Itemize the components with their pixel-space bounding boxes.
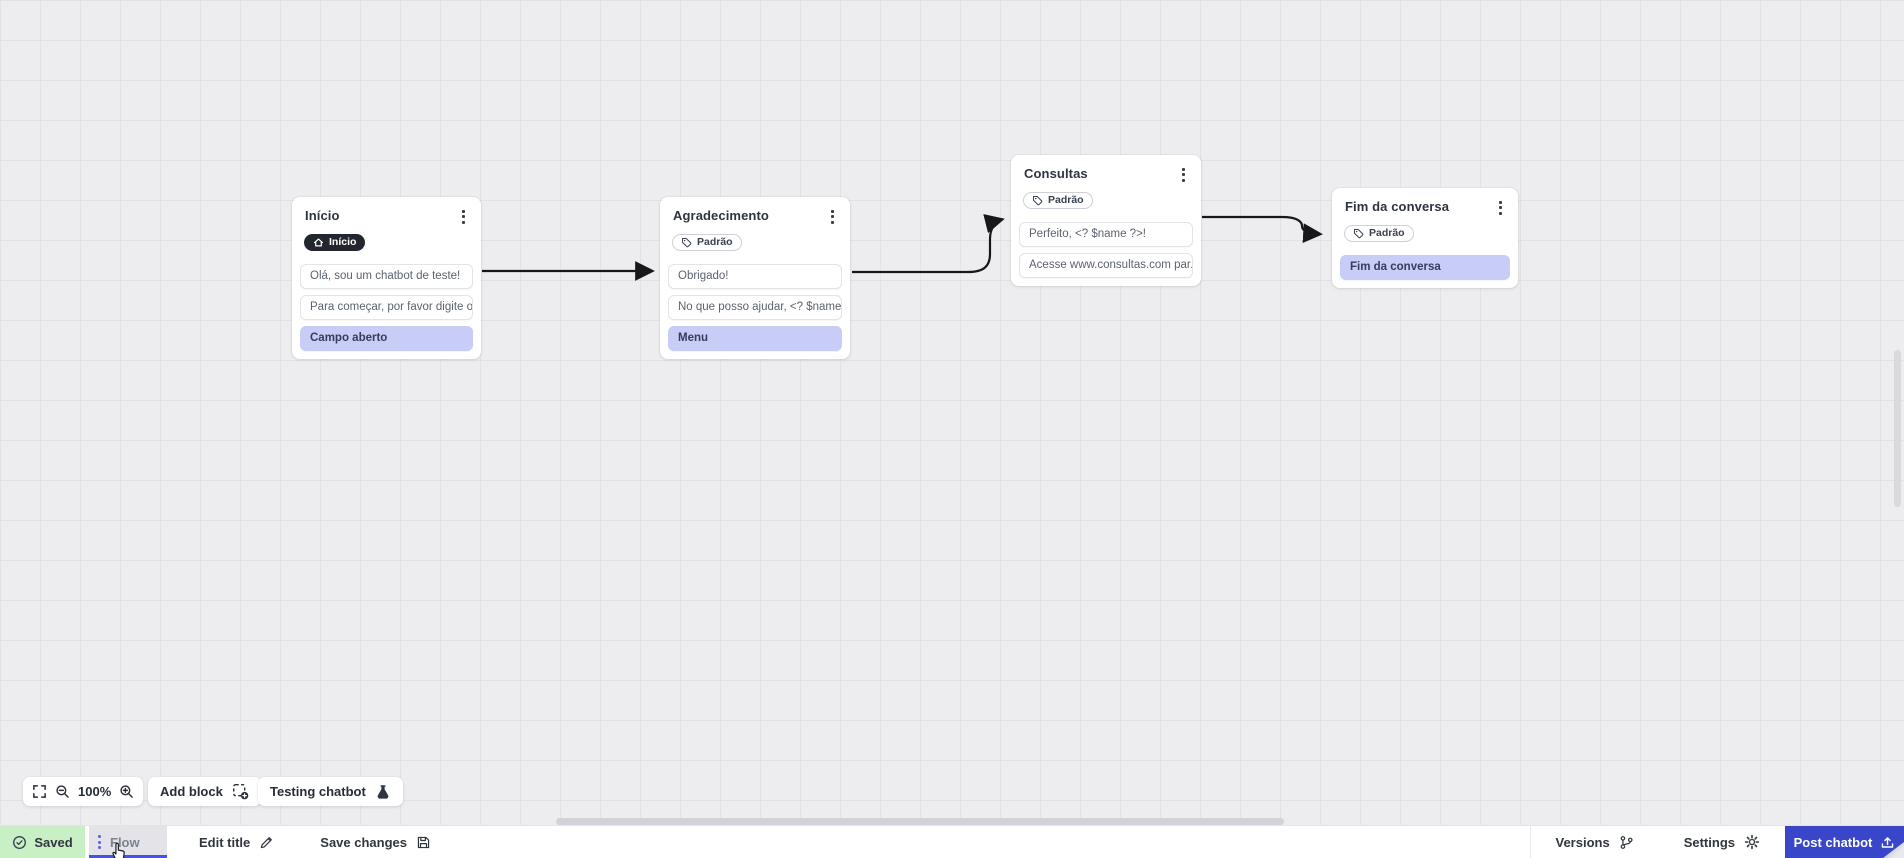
saved-status-badge: Saved (0, 826, 85, 858)
bottom-bar-right-group: Versions Settings Post chatbot (1529, 826, 1904, 858)
tag-icon (1032, 195, 1043, 205)
flow-node-inicio[interactable]: Início Início Olá, sou um chatbot de tes… (292, 197, 481, 359)
testing-chatbot-button[interactable]: Testing chatbot (258, 777, 403, 806)
block-end-conversation[interactable]: Fim da conversa (1340, 254, 1510, 280)
block-input-open-field[interactable]: Campo aberto (300, 325, 473, 351)
flask-icon (377, 784, 389, 799)
tab-flow[interactable]: Flow (89, 826, 167, 858)
node-badge-padrao: Padrão (1344, 224, 1414, 242)
zoom-in-icon (120, 785, 134, 798)
zoom-in-button[interactable] (119, 784, 134, 799)
canvas-zoom-toolbar: 100% (23, 777, 144, 806)
tag-icon (1353, 228, 1364, 238)
settings-button[interactable]: Settings (1669, 826, 1775, 858)
node-title: Agradecimento (673, 208, 769, 223)
zoom-level: 100% (78, 784, 112, 799)
fullscreen-icon (33, 785, 46, 798)
flow-node-consultas[interactable]: Consultas Padrão Perfeito, <? $name ?>! … (1011, 155, 1201, 286)
zoom-out-icon (56, 785, 69, 798)
kebab-menu-icon[interactable] (1178, 166, 1189, 184)
vertical-scrollbar[interactable] (1894, 350, 1901, 507)
post-chatbot-button[interactable]: Post chatbot (1785, 826, 1904, 858)
block-text[interactable]: Para começar, por favor digite o ... (300, 294, 473, 320)
edit-title-button[interactable]: Edit title (199, 826, 274, 858)
home-icon (314, 238, 323, 247)
fullscreen-button[interactable] (32, 784, 47, 799)
upload-icon (1882, 836, 1894, 848)
horizontal-scrollbar[interactable] (556, 818, 1284, 825)
node-badge-padrao: Padrão (672, 233, 742, 251)
zoom-out-button[interactable] (55, 784, 70, 799)
drag-handle-icon[interactable] (98, 835, 101, 849)
block-text[interactable]: Obrigado! (668, 263, 842, 289)
node-title: Início (305, 208, 340, 223)
add-block-icon (232, 784, 249, 800)
block-text[interactable]: Acesse www.consultas.com par... (1019, 252, 1193, 278)
git-branch-icon (1620, 835, 1633, 849)
flow-node-agradecimento[interactable]: Agradecimento Padrão Obrigado! No que po… (660, 197, 850, 359)
save-icon (417, 836, 430, 848)
pencil-icon (261, 836, 273, 848)
tab-active-underline (89, 855, 167, 858)
edge-consultas-fim (1202, 215, 1323, 243)
check-circle-icon (13, 835, 27, 849)
gear-icon (1744, 834, 1760, 850)
bottom-bar: Saved Flow Edit title Save changes Versi… (0, 825, 1904, 858)
tag-icon (681, 237, 692, 247)
node-title: Consultas (1024, 166, 1088, 181)
kebab-menu-icon[interactable] (458, 208, 469, 226)
tab-flow-label: Flow (110, 834, 140, 850)
block-menu[interactable]: Menu (668, 325, 842, 351)
node-badge-padrao: Padrão (1023, 191, 1093, 209)
block-text[interactable]: Olá, sou um chatbot de teste! (300, 263, 473, 289)
block-text[interactable]: No que posso ajudar, <? $name ... (668, 294, 842, 320)
node-title: Fim da conversa (1345, 199, 1450, 214)
save-changes-button[interactable]: Save changes (320, 826, 431, 858)
versions-button[interactable]: Versions (1541, 826, 1649, 858)
kebab-menu-icon[interactable] (1495, 199, 1506, 217)
edge-agradecimento-consultas (852, 214, 1005, 274)
add-block-button[interactable]: Add block (148, 777, 261, 806)
kebab-menu-icon[interactable] (827, 208, 838, 226)
node-badge-inicio: Início (304, 233, 366, 251)
flow-node-fim-da-conversa[interactable]: Fim da conversa Padrão Fim da conversa (1332, 188, 1518, 288)
block-text[interactable]: Perfeito, <? $name ?>! (1019, 221, 1193, 247)
